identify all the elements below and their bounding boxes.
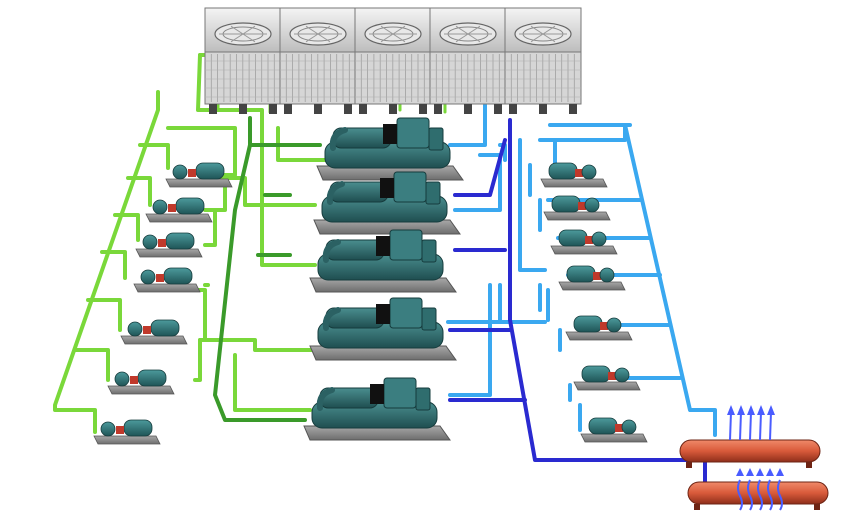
supply-arrow-icon — [767, 405, 775, 441]
cooling-tower-icon — [429, 7, 507, 114]
pump-icon — [543, 195, 611, 221]
left-manifold-branch-4 — [100, 250, 127, 280]
pump-icon — [145, 197, 213, 223]
left-manifold-branch-3 — [113, 213, 140, 242]
chiller-icon — [303, 377, 451, 441]
chilled-water-pumps — [540, 162, 648, 443]
cooling-tower-icon — [204, 7, 282, 114]
pump-to-chiller-pipe-5 — [233, 353, 312, 412]
return-arrow-icon — [736, 468, 744, 511]
chiller-icon — [309, 297, 457, 361]
supply-arrow-icon — [757, 405, 765, 441]
chilled-pump-risers — [528, 163, 582, 432]
chiller-icon — [313, 171, 461, 235]
chilled-supply-to-chiller-4 — [446, 283, 547, 324]
pump-icon — [120, 319, 188, 345]
pump-to-chiller-pipe-1 — [208, 176, 317, 207]
pump-icon — [550, 229, 618, 255]
return-arrow-icon — [766, 468, 774, 511]
cooling-tower-icon — [504, 7, 582, 114]
supply-arrow-icon — [727, 405, 735, 441]
chilled-lower-riser — [448, 283, 542, 397]
pump-icon — [573, 365, 641, 391]
supply-arrow-icon — [737, 405, 745, 441]
flow-arrows — [727, 405, 784, 511]
supply-arrow-icon — [747, 405, 755, 441]
cooling-tower-icon — [279, 7, 357, 114]
left-manifold-pipe — [53, 90, 160, 434]
pump-to-chiller-pipe-3 — [276, 126, 327, 162]
chiller-icon — [316, 117, 464, 181]
pump-icon — [133, 267, 201, 293]
return-arrow-icon — [776, 468, 784, 511]
left-manifold-branch-2 — [126, 176, 152, 207]
pump-upper-riser — [193, 288, 207, 382]
chilled-water-pipes — [446, 103, 717, 492]
cooling-towers — [204, 7, 582, 114]
tower-drop-pipe — [196, 53, 264, 162]
left-manifold-branch-5 — [86, 298, 122, 332]
pump-icon — [165, 162, 233, 188]
cooling-tower-icon — [354, 7, 432, 114]
pump-icon — [580, 417, 648, 443]
chilled-supply-main — [518, 123, 717, 437]
chilled-return-pipe — [448, 118, 707, 492]
pump-icon — [540, 162, 608, 188]
headers — [679, 439, 829, 510]
pump-to-chiller-pipe-4 — [198, 338, 317, 352]
pump-icon — [135, 232, 203, 258]
pump-icon — [107, 369, 175, 395]
left-manifold-branch-6 — [73, 348, 110, 382]
left-manifold-branch-1 — [138, 143, 170, 170]
cooling-water-pumps — [93, 162, 233, 445]
chillers — [303, 117, 464, 441]
cooling-return-pipe — [213, 116, 322, 422]
chilled-branch-1 — [548, 123, 632, 170]
return-arrow-icon — [756, 468, 764, 511]
pump-icon — [93, 419, 161, 445]
pump-icon — [558, 265, 626, 291]
return-arrow-icon — [746, 468, 754, 511]
header-vessel-icon — [679, 439, 821, 468]
chiller-icon — [309, 229, 457, 293]
pump-icon — [565, 315, 633, 341]
pump-to-chiller-pipe-2 — [260, 158, 317, 267]
